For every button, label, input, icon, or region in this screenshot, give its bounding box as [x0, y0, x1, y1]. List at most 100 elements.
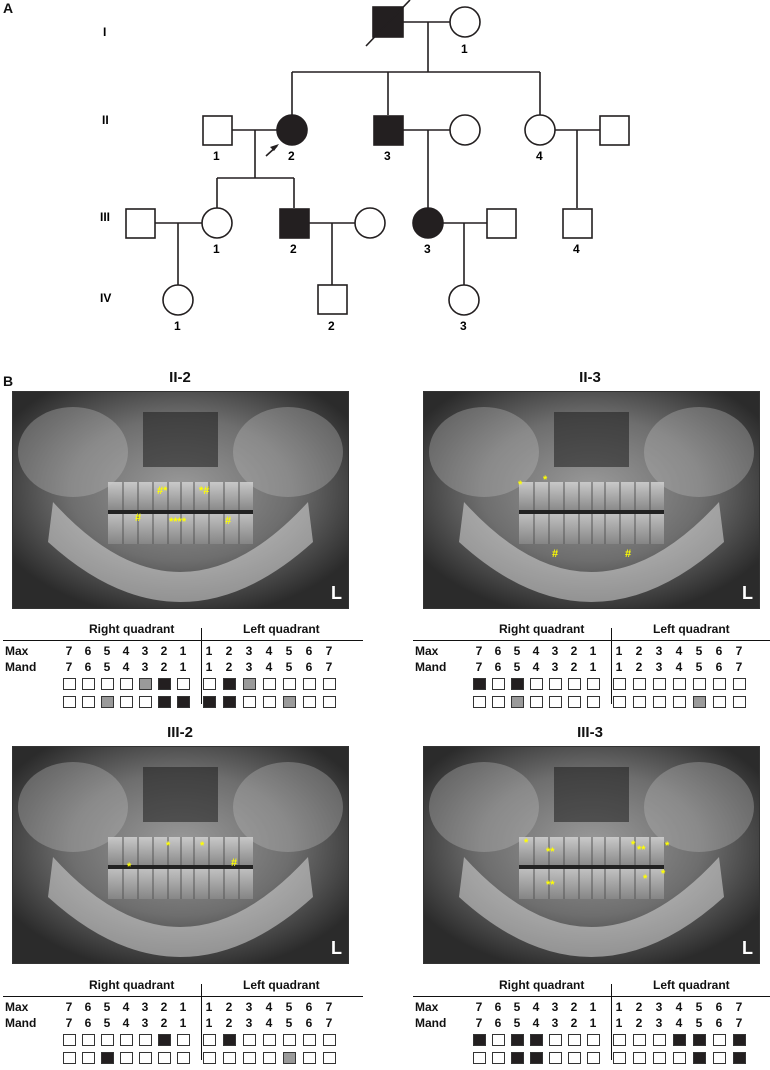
tooth-number-max: 4 — [532, 644, 540, 658]
side-marker-left: L — [742, 583, 753, 603]
side-marker-left: L — [331, 583, 342, 603]
tooth-number-mand: 7 — [65, 1016, 73, 1030]
tooth-status-box-max — [203, 678, 216, 690]
tooth-number-max: 7 — [735, 1000, 743, 1014]
tooth-status-box-mand — [203, 696, 216, 708]
row-label-mand: Mand — [415, 1016, 447, 1030]
tooth-number-max: 4 — [122, 644, 130, 658]
tooth-status-box-mand — [653, 1052, 666, 1064]
tooth-number-mand: 1 — [205, 660, 213, 674]
right-quadrant-header: Right quadrant — [499, 978, 585, 992]
tooth-number-max: 1 — [615, 1000, 623, 1014]
label-III3: 3 — [424, 242, 431, 256]
tooth-status-box-mand — [263, 696, 276, 708]
quadrant-divider — [201, 984, 202, 1060]
individual-IV-3 — [448, 284, 480, 316]
tooth-number-mand: 4 — [265, 660, 273, 674]
tooth-status-box-mand — [63, 696, 76, 708]
row-label-mand: Mand — [5, 1016, 37, 1030]
tooth-status-box-mand — [511, 696, 524, 708]
tooth-status-box-max — [653, 678, 666, 690]
annotation-mark: * — [631, 839, 636, 851]
tooth-number-max: 5 — [513, 644, 521, 658]
tooth-status-box-mand — [303, 1052, 316, 1064]
annotation-mark: # — [625, 548, 632, 560]
tooth-number-mand: 3 — [245, 660, 253, 674]
tooth-status-box-max — [587, 1034, 600, 1046]
tooth-status-box-mand — [613, 696, 626, 708]
quadrant-divider — [611, 984, 612, 1060]
label-II1: 1 — [213, 149, 220, 163]
tooth-status-box-mand — [139, 696, 152, 708]
tooth-number-mand: 4 — [532, 1016, 540, 1030]
tooth-number-mand: 3 — [655, 660, 663, 674]
label-IV3: 3 — [460, 319, 467, 333]
tooth-number-max: 6 — [715, 1000, 723, 1014]
tooth-number-max: 6 — [715, 644, 723, 658]
annotation-mark: * — [524, 837, 529, 849]
tooth-number-max: 4 — [265, 644, 273, 658]
annotation-mark: * — [166, 840, 171, 852]
tooth-status-box-mand — [203, 1052, 216, 1064]
header-rule — [413, 640, 770, 641]
tooth-number-max: 1 — [589, 644, 597, 658]
tooth-number-mand: 7 — [325, 1016, 333, 1030]
tooth-status-box-max — [473, 1034, 486, 1046]
annotation-mark: * — [661, 868, 666, 880]
tooth-number-mand: 4 — [532, 660, 540, 674]
tooth-status-box-max — [511, 1034, 524, 1046]
tooth-status-box-max — [492, 1034, 505, 1046]
tooth-number-max: 7 — [325, 1000, 333, 1014]
xray-title-II-2: II-2 — [169, 369, 191, 386]
label-I1: 1 — [461, 42, 468, 56]
tooth-number-mand: 1 — [589, 1016, 597, 1030]
tooth-number-max: 3 — [551, 1000, 559, 1014]
tooth-status-box-max — [101, 1034, 114, 1046]
tooth-status-box-mand — [323, 696, 336, 708]
tooth-number-mand: 7 — [65, 660, 73, 674]
tooth-number-max: 2 — [635, 644, 643, 658]
tooth-status-box-mand — [653, 696, 666, 708]
tooth-status-box-max — [613, 1034, 626, 1046]
tooth-number-max: 3 — [141, 1000, 149, 1014]
tooth-status-box-mand — [673, 1052, 686, 1064]
tooth-status-box-max — [82, 678, 95, 690]
individual-IV-1 — [162, 284, 194, 316]
row-label-max: Max — [415, 1000, 439, 1014]
individual-III-1 — [201, 207, 233, 239]
individual-II-3 — [373, 115, 404, 146]
individual-III-2-spouse — [354, 207, 386, 239]
individual-II-1 — [202, 115, 233, 146]
label-III2: 2 — [290, 242, 297, 256]
tooth-number-max: 4 — [265, 1000, 273, 1014]
tooth-number-mand: 5 — [285, 660, 293, 674]
individual-II-3-spouse — [449, 114, 481, 146]
annotation-mark: ** — [546, 846, 555, 858]
annotation-mark: * — [543, 474, 548, 486]
tooth-status-box-max — [303, 1034, 316, 1046]
row-label-max: Max — [415, 644, 439, 658]
tooth-status-box-mand — [158, 696, 171, 708]
tooth-number-mand: 3 — [551, 660, 559, 674]
tooth-number-max: 5 — [513, 1000, 521, 1014]
tooth-status-box-max — [283, 678, 296, 690]
tooth-status-box-max — [223, 1034, 236, 1046]
tooth-number-max: 1 — [205, 1000, 213, 1014]
tooth-status-box-max — [713, 678, 726, 690]
tooth-number-max: 2 — [635, 1000, 643, 1014]
tooth-number-mand: 2 — [635, 1016, 643, 1030]
tooth-number-max: 1 — [179, 1000, 187, 1014]
tooth-number-max: 4 — [675, 1000, 683, 1014]
tooth-status-box-max — [633, 1034, 646, 1046]
tooth-status-box-max — [263, 678, 276, 690]
tooth-number-mand: 2 — [160, 1016, 168, 1030]
tooth-number-mand: 4 — [265, 1016, 273, 1030]
individual-II-4-spouse — [599, 115, 630, 146]
label-III4: 4 — [573, 242, 580, 256]
tooth-status-box-max — [177, 1034, 190, 1046]
tooth-status-box-mand — [530, 696, 543, 708]
tooth-status-box-max — [673, 1034, 686, 1046]
tooth-status-box-max — [733, 1034, 746, 1046]
tooth-number-max: 1 — [589, 1000, 597, 1014]
tooth-status-box-max — [587, 678, 600, 690]
